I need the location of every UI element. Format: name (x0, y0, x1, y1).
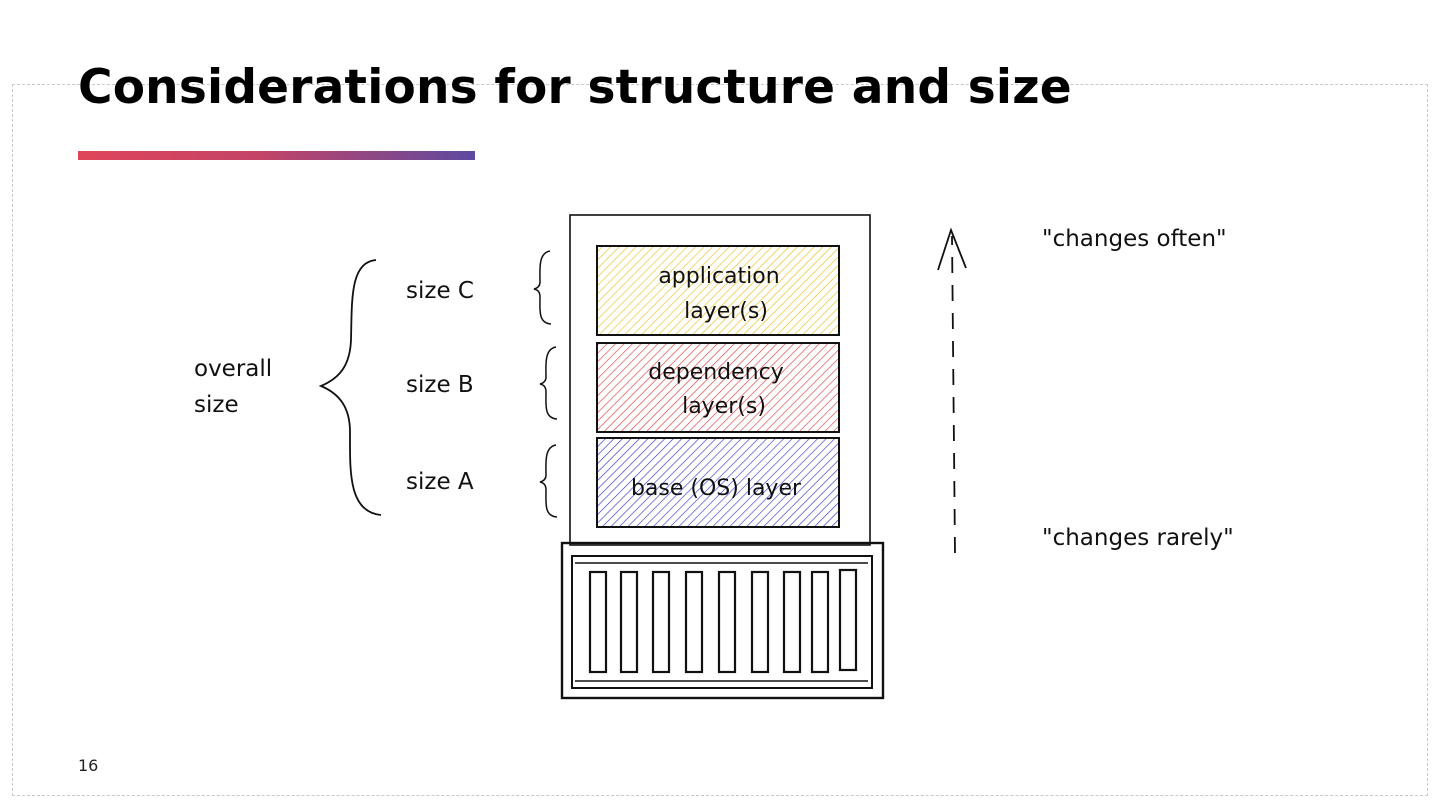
overall-size-label: overall (194, 356, 272, 382)
brace-size-c (533, 250, 552, 325)
arrow-head (937, 227, 967, 271)
changes-often-label: "changes often" (1042, 226, 1227, 252)
brace-overall (318, 259, 382, 516)
dependency-layer-label-2: layer(s) (682, 394, 766, 419)
container-icon (560, 541, 885, 700)
change-frequency-arrow (951, 235, 956, 554)
application-layer-box (596, 245, 840, 336)
title-underline (78, 151, 475, 160)
size-c-label: size C (406, 278, 474, 304)
brace-size-a (539, 444, 558, 518)
image-frame (569, 214, 871, 546)
slide-frame (12, 84, 1428, 796)
base-layer-label: base (OS) layer (631, 476, 802, 501)
base-layer-box (596, 437, 840, 528)
application-layer-label: application (658, 264, 779, 289)
page-number: 16 (78, 756, 99, 775)
brace-size-b (539, 346, 558, 420)
overall-size-label-2: size (194, 392, 239, 418)
application-layer-label-2: layer(s) (684, 299, 768, 324)
changes-rarely-label: "changes rarely" (1042, 525, 1234, 551)
dependency-layer-label: dependency (648, 360, 784, 385)
dependency-layer-box (596, 342, 840, 433)
size-b-label: size B (406, 372, 474, 398)
size-a-label: size A (406, 469, 474, 495)
slide-title: Considerations for structure and size (78, 60, 1072, 115)
